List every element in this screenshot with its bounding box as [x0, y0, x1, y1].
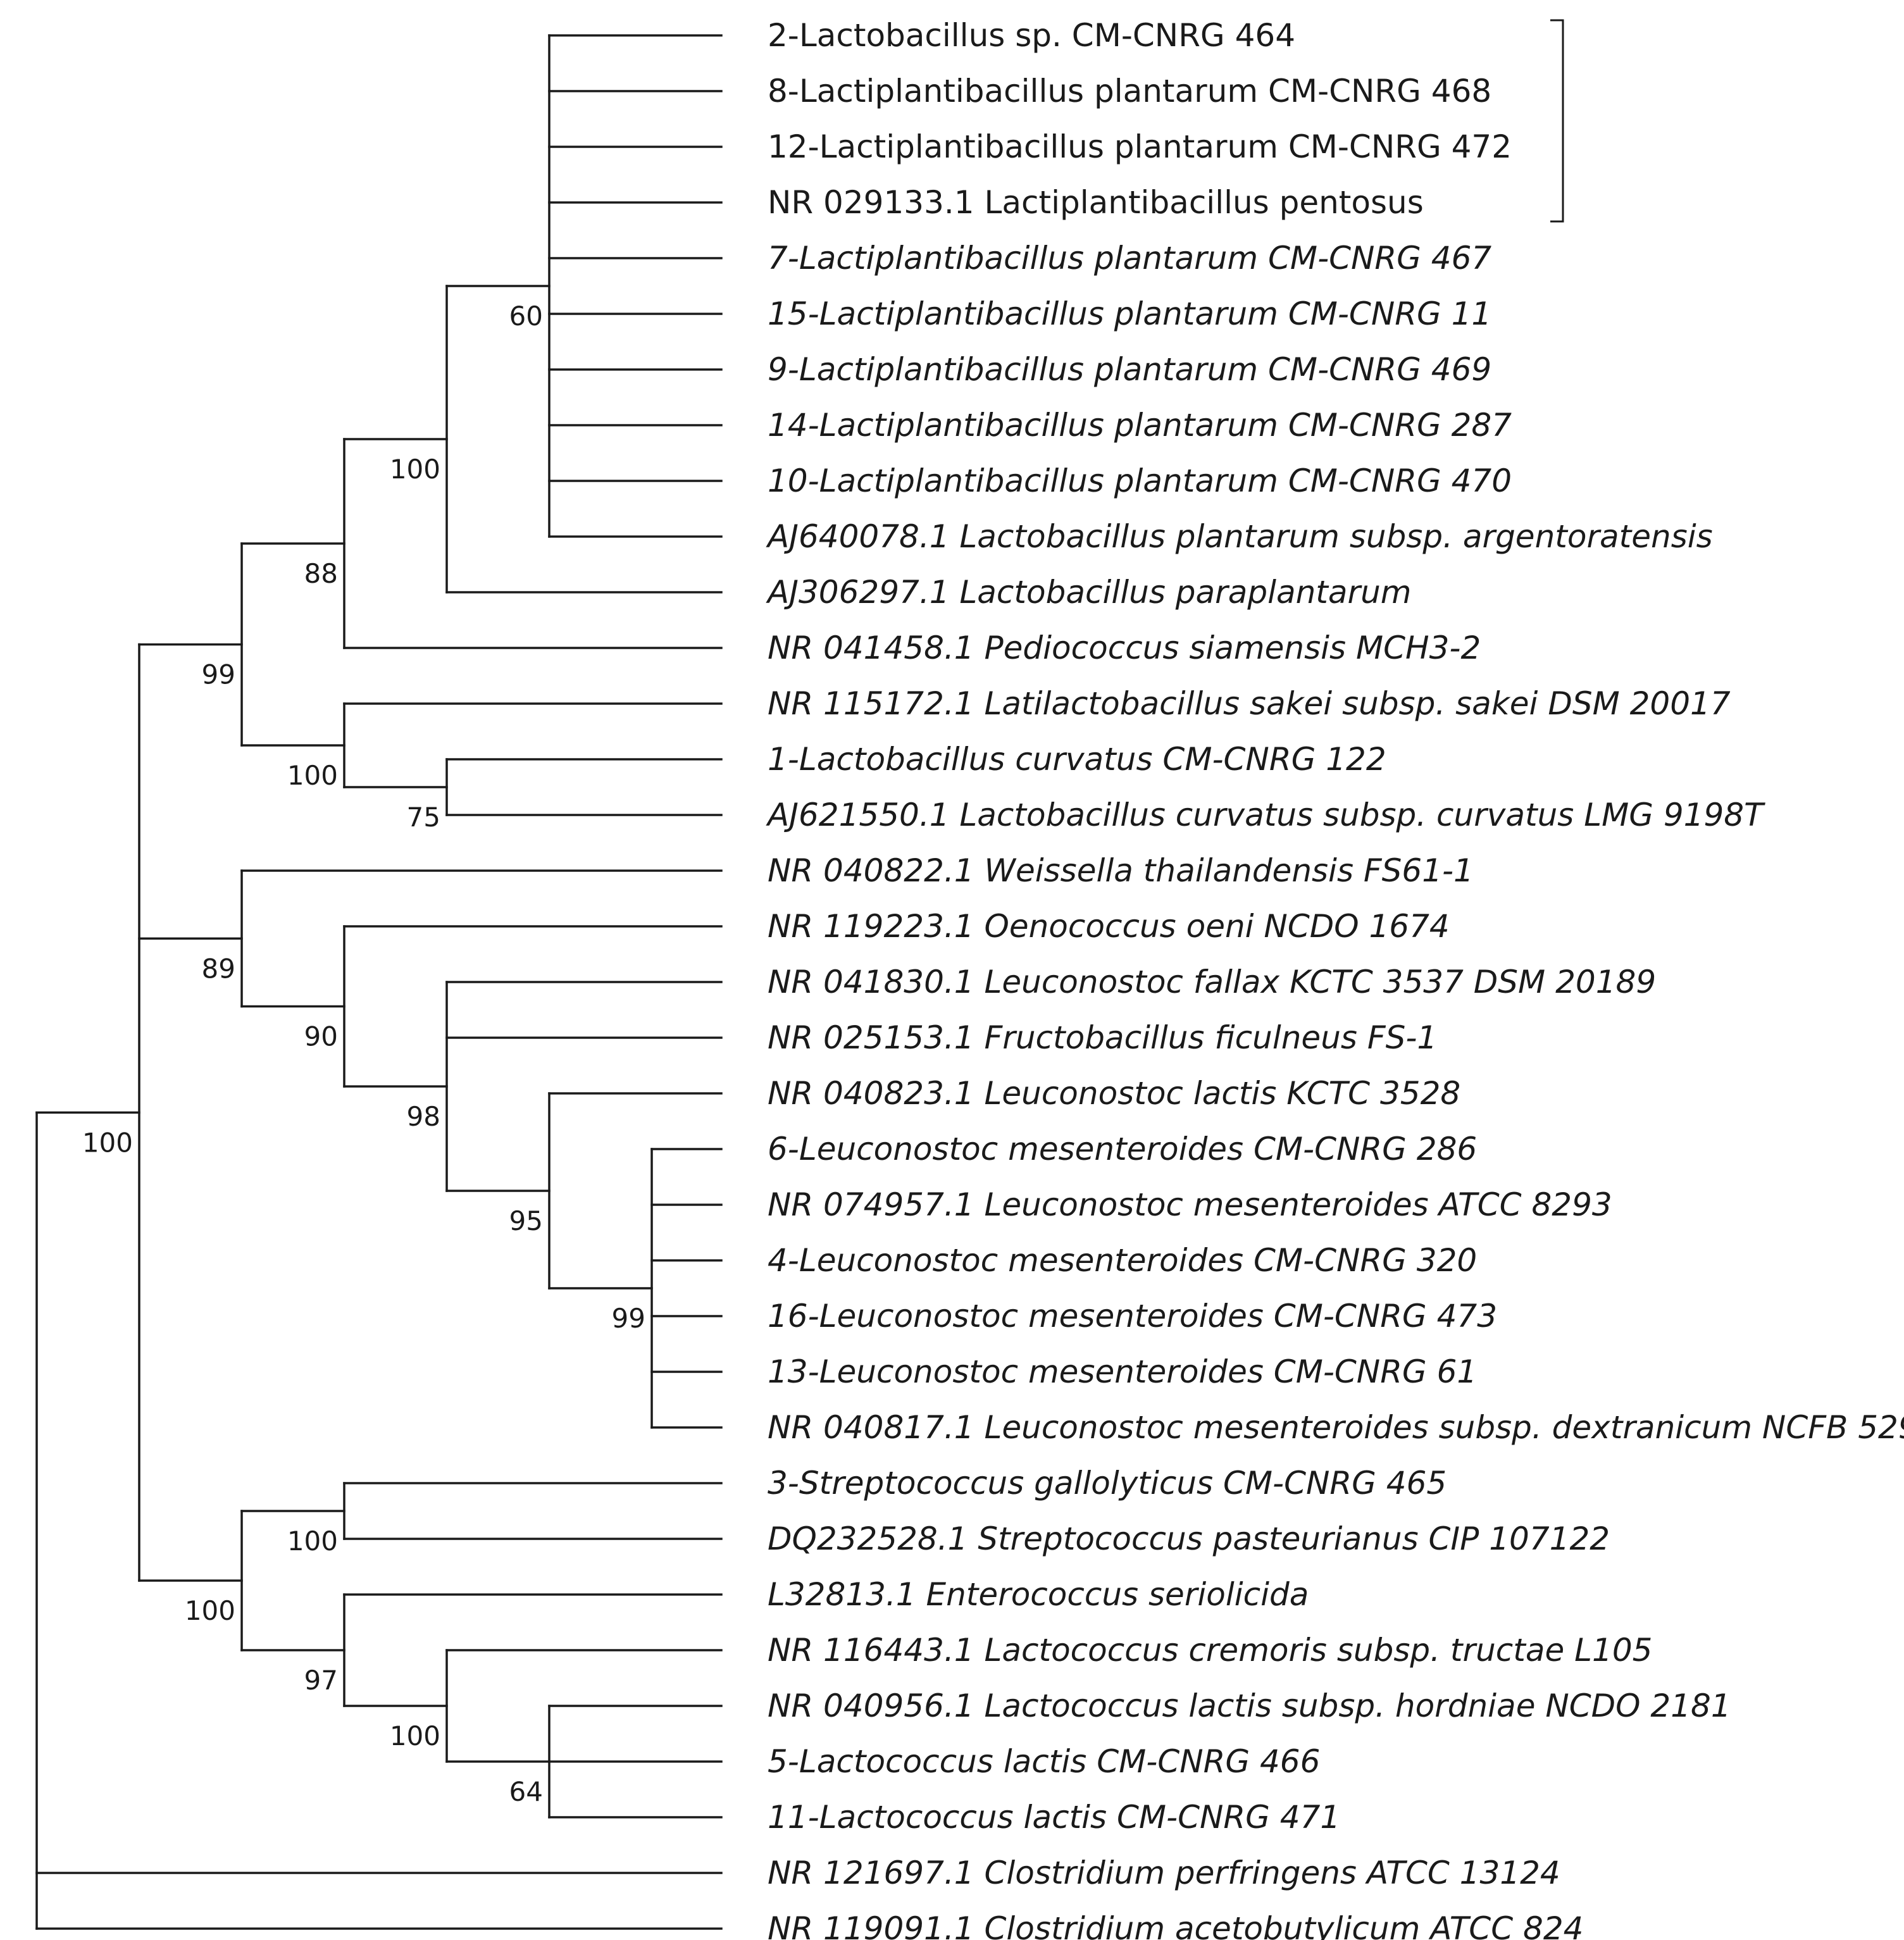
- taxon-label: L32813.1 Enterococcus seriolicida: [768, 1576, 1309, 1613]
- taxon-label: NR 121697.1 Clostridium perfringens ATCC…: [768, 1855, 1560, 1891]
- bootstrap-support-value: 99: [202, 659, 235, 690]
- clade-bracket: [1550, 19, 1564, 223]
- taxon-label: NR 040823.1 Leuconostoc lactis KCTC 3528: [768, 1075, 1460, 1112]
- taxon-label: NR 041458.1 Pediococcus siamensis MCH3-2: [768, 630, 1481, 666]
- bootstrap-support-value: 98: [407, 1101, 440, 1132]
- taxon-label: NR 116443.1 Lactococcus cremoris subsp. …: [768, 1632, 1652, 1669]
- bootstrap-support-value: 99: [612, 1303, 645, 1334]
- taxon-label: AJ306297.1 Lactobacillus paraplantarum: [766, 574, 1412, 611]
- bootstrap-support-value: 89: [202, 953, 235, 984]
- bootstrap-support-value: 90: [304, 1021, 338, 1052]
- taxon-label: 4-Leuconostoc mesenteroides CM-CNRG 320: [768, 1242, 1477, 1279]
- bootstrap-support-value: 100: [390, 454, 440, 485]
- bootstrap-support-value: 64: [509, 1776, 543, 1807]
- taxon-label: 7-Lactiplantibacillus plantarum CM-CNRG …: [768, 240, 1491, 277]
- taxon-label: 12-Lactiplantibacillus plantarum CM-CNRG…: [768, 128, 1512, 165]
- bootstrap-support-value: 100: [185, 1595, 235, 1626]
- bootstrap-support-value: 100: [82, 1127, 133, 1158]
- taxon-label: 15-Lactiplantibacillus plantarum CM-CNRG…: [768, 295, 1491, 332]
- bootstrap-support-value: 97: [304, 1665, 338, 1696]
- taxon-label: 11-Lactococcus lactis CM-CNRG 471: [768, 1799, 1340, 1836]
- taxon-label: NR 029133.1 Lactiplantibacillus pentosus: [768, 184, 1424, 221]
- taxon-label: 3-Streptococcus gallolyticus CM-CNRG 465: [768, 1465, 1447, 1502]
- taxon-label: NR 040817.1 Leuconostoc mesenteroides su…: [768, 1409, 1904, 1446]
- taxon-label: NR 115172.1 Latilactobacillus sakei subs…: [768, 685, 1731, 722]
- taxon-label: 2-Lactobacillus sp. CM-CNRG 464: [768, 17, 1295, 54]
- bootstrap-support-value: 88: [304, 558, 338, 589]
- taxon-label: 1-Lactobacillus curvatus CM-CNRG 122: [768, 741, 1386, 778]
- taxon-label: 6-Leuconostoc mesenteroides CM-CNRG 286: [768, 1131, 1477, 1167]
- taxon-label: NR 119091.1 Clostridium acetobutylicum A…: [768, 1910, 1583, 1940]
- bootstrap-support-value: 100: [287, 1526, 338, 1557]
- taxon-label: 16-Leuconostoc mesenteroides CM-CNRG 473: [768, 1298, 1497, 1334]
- taxon-label: NR 025153.1 Fructobacillus ficulneus FS-…: [768, 1019, 1437, 1056]
- bootstrap-support-value: 75: [407, 802, 440, 833]
- taxon-label: 14-Lactiplantibacillus plantarum CM-CNRG…: [768, 407, 1512, 444]
- bootstrap-support-value: 100: [390, 1720, 440, 1751]
- taxon-label: 10-Lactiplantibacillus plantarum CM-CNRG…: [768, 463, 1512, 499]
- taxon-label: NR 040956.1 Lactococcus lactis subsp. ho…: [768, 1688, 1731, 1724]
- taxon-label: AJ621550.1 Lactobacillus curvatus subsp.…: [766, 797, 1765, 833]
- taxon-label: 8-Lactiplantibacillus plantarum CM-CNRG …: [768, 73, 1491, 109]
- taxon-label: DQ232528.1 Streptococcus pasteurianus CI…: [768, 1520, 1610, 1557]
- bootstrap-support-value: 100: [287, 760, 338, 791]
- taxon-label: 5-Lactococcus lactis CM-CNRG 466: [768, 1743, 1320, 1780]
- bootstrap-support-value: 60: [509, 301, 543, 332]
- taxon-label: 9-Lactiplantibacillus plantarum CM-CNRG …: [768, 351, 1491, 388]
- bootstrap-support-value: 95: [509, 1205, 543, 1236]
- taxon-label: NR 040822.1 Weissella thailandensis FS61…: [768, 852, 1474, 889]
- taxon-label: NR 074957.1 Leuconostoc mesenteroides AT…: [768, 1186, 1612, 1223]
- taxon-label: NR 119223.1 Oenococcus oeni NCDO 1674: [768, 908, 1450, 945]
- taxon-label: NR 041830.1 Leuconostoc fallax KCTC 3537…: [768, 964, 1656, 1000]
- taxon-label: 13-Leuconostoc mesenteroides CM-CNRG 61: [768, 1353, 1477, 1390]
- taxon-label: AJ640078.1 Lactobacillus plantarum subsp…: [766, 518, 1713, 555]
